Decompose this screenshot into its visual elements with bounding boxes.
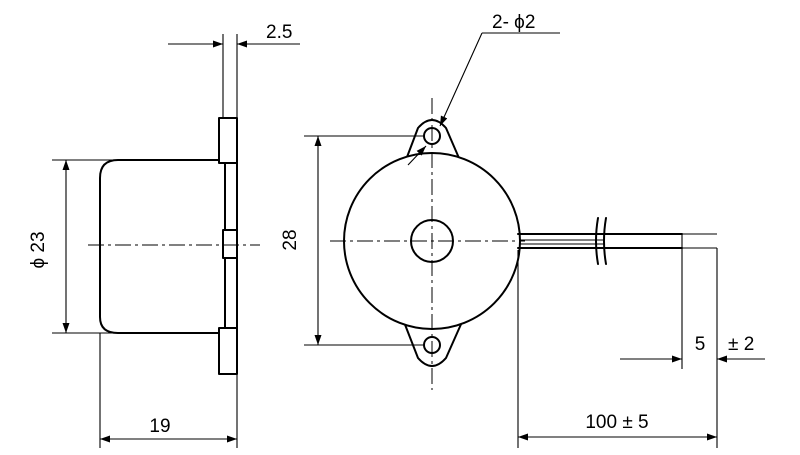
side-body-outline (99, 159, 226, 334)
lead-length-label: 100 ± 5 (585, 412, 648, 433)
lead-break-mark (595, 217, 599, 265)
holes-leader-line (439, 32, 483, 127)
diameter-label: ϕ 23 (28, 231, 49, 268)
lead-strip-label: 5 (695, 334, 706, 355)
front-view: 2- ϕ2 28 5 ± 2 100 ± 5 (280, 12, 765, 448)
side-lower-tab (218, 327, 238, 375)
holes-label: 2- ϕ2 (492, 12, 535, 33)
lead-strip-tolerance-label: ± 2 (728, 334, 754, 355)
height-label: 28 (280, 229, 301, 250)
side-middle-stub (222, 229, 238, 259)
side-view: 2.5 ϕ 23 19 (28, 22, 300, 448)
side-upper-tab (218, 117, 238, 164)
lead-thickness-label: 2.5 (266, 22, 292, 43)
lower-mounting-ear (403, 321, 463, 367)
depth-label: 19 (149, 416, 170, 437)
